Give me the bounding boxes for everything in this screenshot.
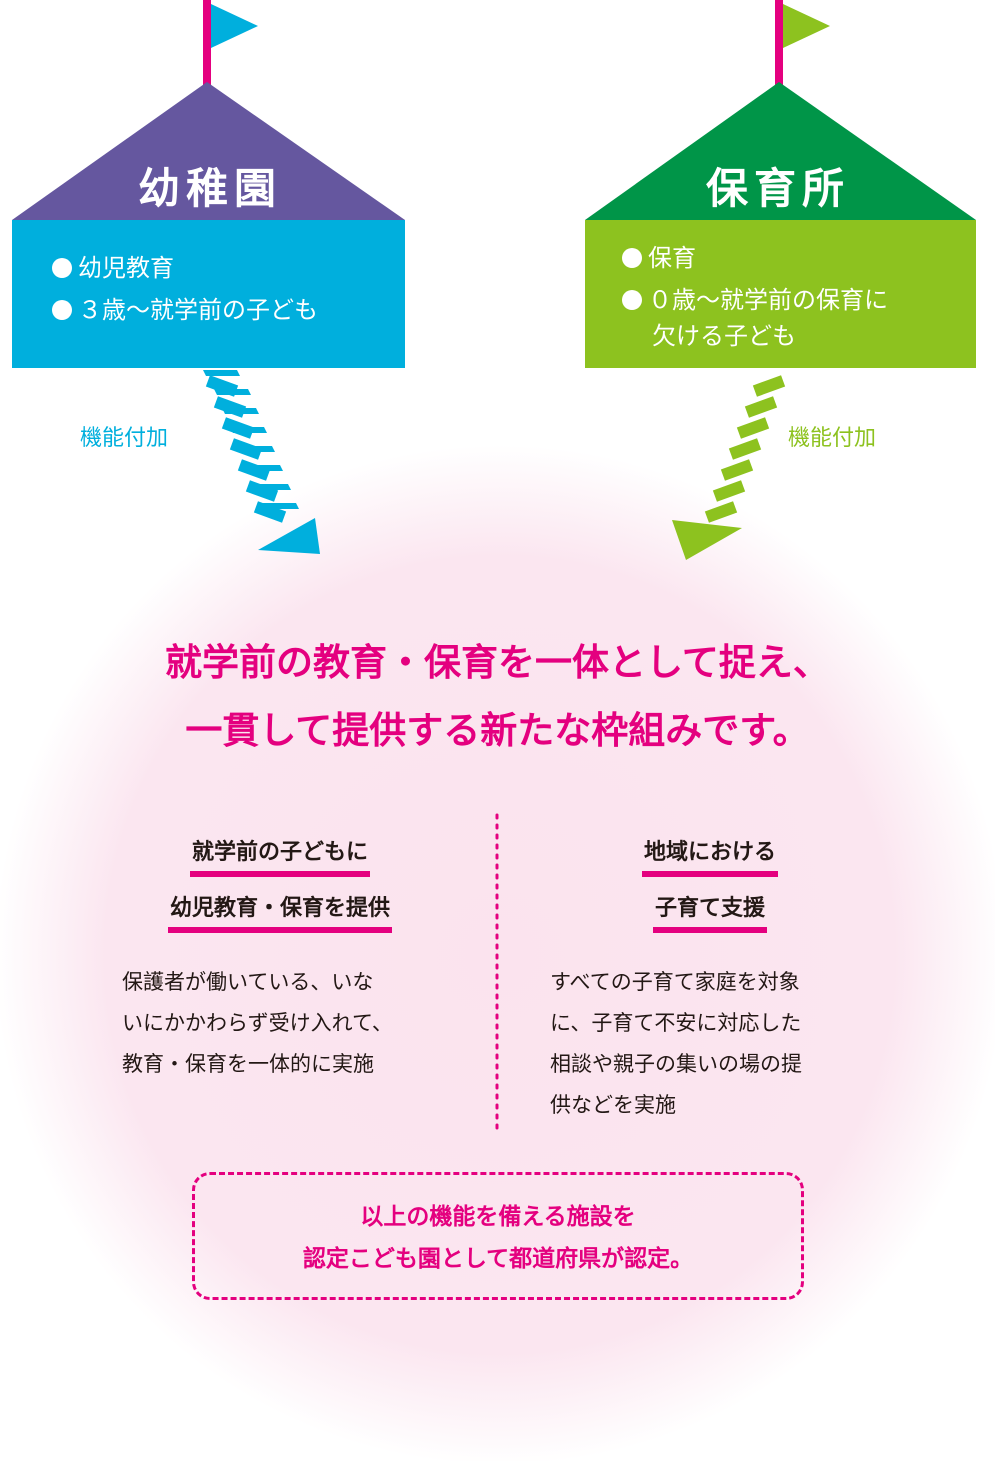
nursery-body	[585, 220, 976, 368]
body-line: 教育・保育を一体的に実施	[122, 1052, 374, 1076]
nursery-flag	[783, 4, 830, 48]
left-body: 保護者が働いている、いな いにかかわらず受け入れて、 教育・保育を一体的に実施	[122, 962, 393, 1085]
kindergarten-flag	[211, 4, 258, 48]
nursery-roof	[585, 82, 976, 220]
bullet-icon	[52, 258, 72, 278]
kindergarten-items: 幼児教育 ３歳～就学前の子ども	[52, 250, 318, 334]
list-item: 幼児教育	[52, 250, 318, 286]
conclusion-text: 以上の機能を備える施設を 認定こども園として都道府県が認定。	[192, 1196, 804, 1280]
right-heading-line2: 子育て支援	[652, 891, 767, 933]
nursery-title: 保育所	[705, 164, 850, 213]
headline-line1: 就学前の教育・保育を一体として捉え、	[165, 641, 830, 684]
conclusion-line2: 認定こども園として都道府県が認定。	[302, 1246, 694, 1272]
framework-circle	[0, 445, 995, 1461]
kindergarten-roof	[12, 82, 405, 220]
left-heading: 就学前の子どもに 幼児教育・保育を提供	[110, 825, 450, 937]
kindergarten-flag-pole	[203, 0, 211, 90]
right-arrow-label: 機能付加	[788, 426, 877, 451]
bullet-icon	[622, 290, 642, 310]
bullet-icon	[52, 300, 72, 320]
body-line: いにかかわらず受け入れて、	[122, 1011, 393, 1035]
list-item: ３歳～就学前の子ども	[52, 292, 318, 328]
left-heading-line1: 就学前の子どもに	[189, 835, 370, 877]
conclusion-line1: 以上の機能を備える施設を	[360, 1204, 636, 1230]
kindergarten-body	[12, 220, 405, 368]
conclusion-box	[192, 1172, 804, 1300]
nursery-items: 保育 ０歳～就学前の保育に 欠ける子ども	[622, 240, 888, 354]
right-heading: 地域における 子育て支援	[540, 825, 880, 937]
list-item-continuation: 欠ける子ども	[652, 322, 796, 350]
list-item: ０歳～就学前の保育に	[622, 282, 888, 318]
left-heading-line2: 幼児教育・保育を提供	[167, 891, 392, 933]
body-line: 相談や親子の集いの場の提	[550, 1052, 802, 1076]
body-line: すべての子育て家庭を対象	[550, 970, 800, 994]
headline-line2: 一貫して提供する新たな枠組みです。	[185, 709, 810, 752]
right-body: すべての子育て家庭を対象 に、子育て不安に対応した 相談や親子の集いの場の提 供…	[550, 962, 802, 1126]
body-line: 保護者が働いている、いな	[122, 970, 374, 994]
right-heading-line1: 地域における	[641, 835, 778, 877]
right-arrow	[672, 375, 786, 560]
body-line: に、子育て不安に対応した	[550, 1011, 802, 1035]
left-arrow-label: 機能付加	[80, 426, 169, 451]
body-line: 供などを実施	[550, 1093, 676, 1117]
left-arrow-dashes	[205, 375, 287, 523]
nursery-flag-pole	[775, 0, 783, 90]
kindergarten-title: 幼稚園	[137, 164, 282, 213]
bullet-icon	[622, 248, 642, 268]
list-item: 保育	[622, 240, 888, 276]
